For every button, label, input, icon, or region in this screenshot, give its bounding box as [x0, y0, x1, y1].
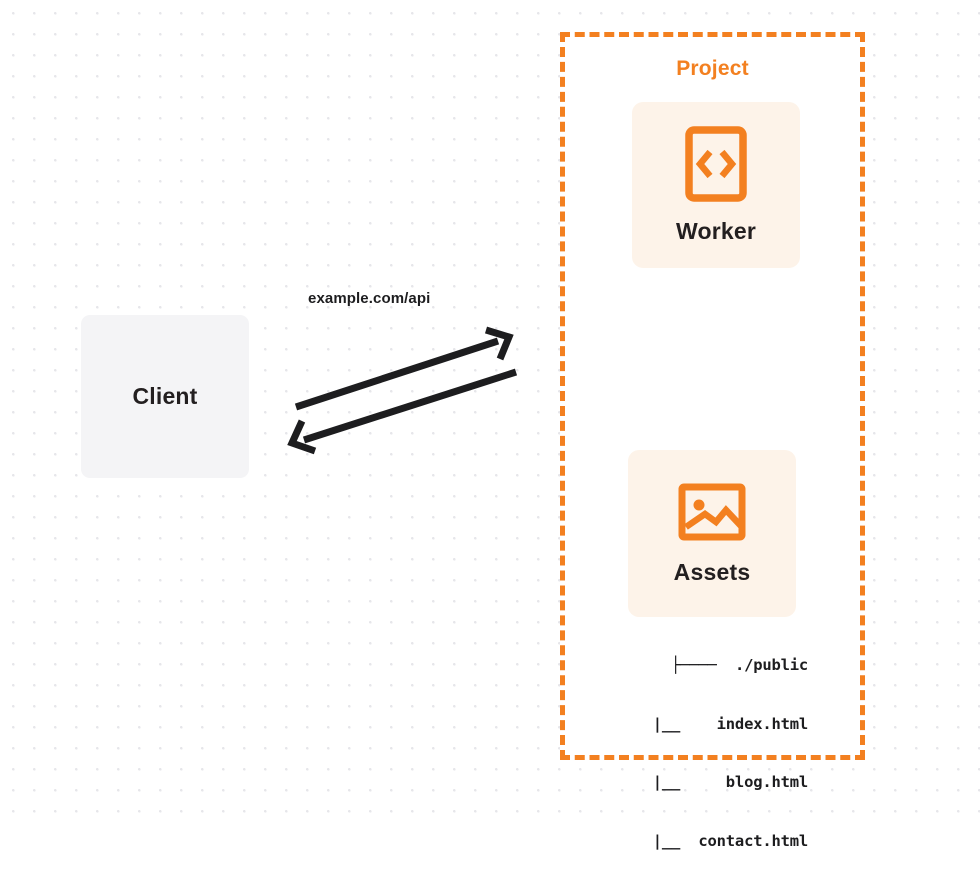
request-arrow-to-project: [294, 326, 514, 411]
file-tree-line: |__ blog.html: [634, 773, 808, 791]
code-brackets-icon: [685, 125, 747, 202]
file-tree-line: ├──── ./public: [671, 656, 808, 674]
client-node[interactable]: Client: [81, 315, 249, 478]
assets-file-tree: ├──── ./public |__ index.html |__ blog.h…: [598, 617, 808, 890]
worker-card-label: Worker: [675, 217, 757, 244]
client-node-label: Client: [132, 383, 198, 409]
connection-label: example.com/api: [308, 290, 431, 307]
response-arrow-to-client: [287, 368, 518, 455]
assets-card[interactable]: Assets: [628, 450, 796, 617]
diagram-canvas: Client example.com/api Project Worker: [0, 0, 980, 850]
assets-card-label: Assets: [673, 559, 751, 585]
worker-card[interactable]: Worker: [632, 102, 800, 268]
file-tree-line: |__ contact.html: [634, 831, 808, 850]
file-tree-line: |__ index.html: [634, 714, 808, 733]
project-title: Project: [671, 57, 754, 81]
image-picture-icon: [678, 481, 746, 543]
